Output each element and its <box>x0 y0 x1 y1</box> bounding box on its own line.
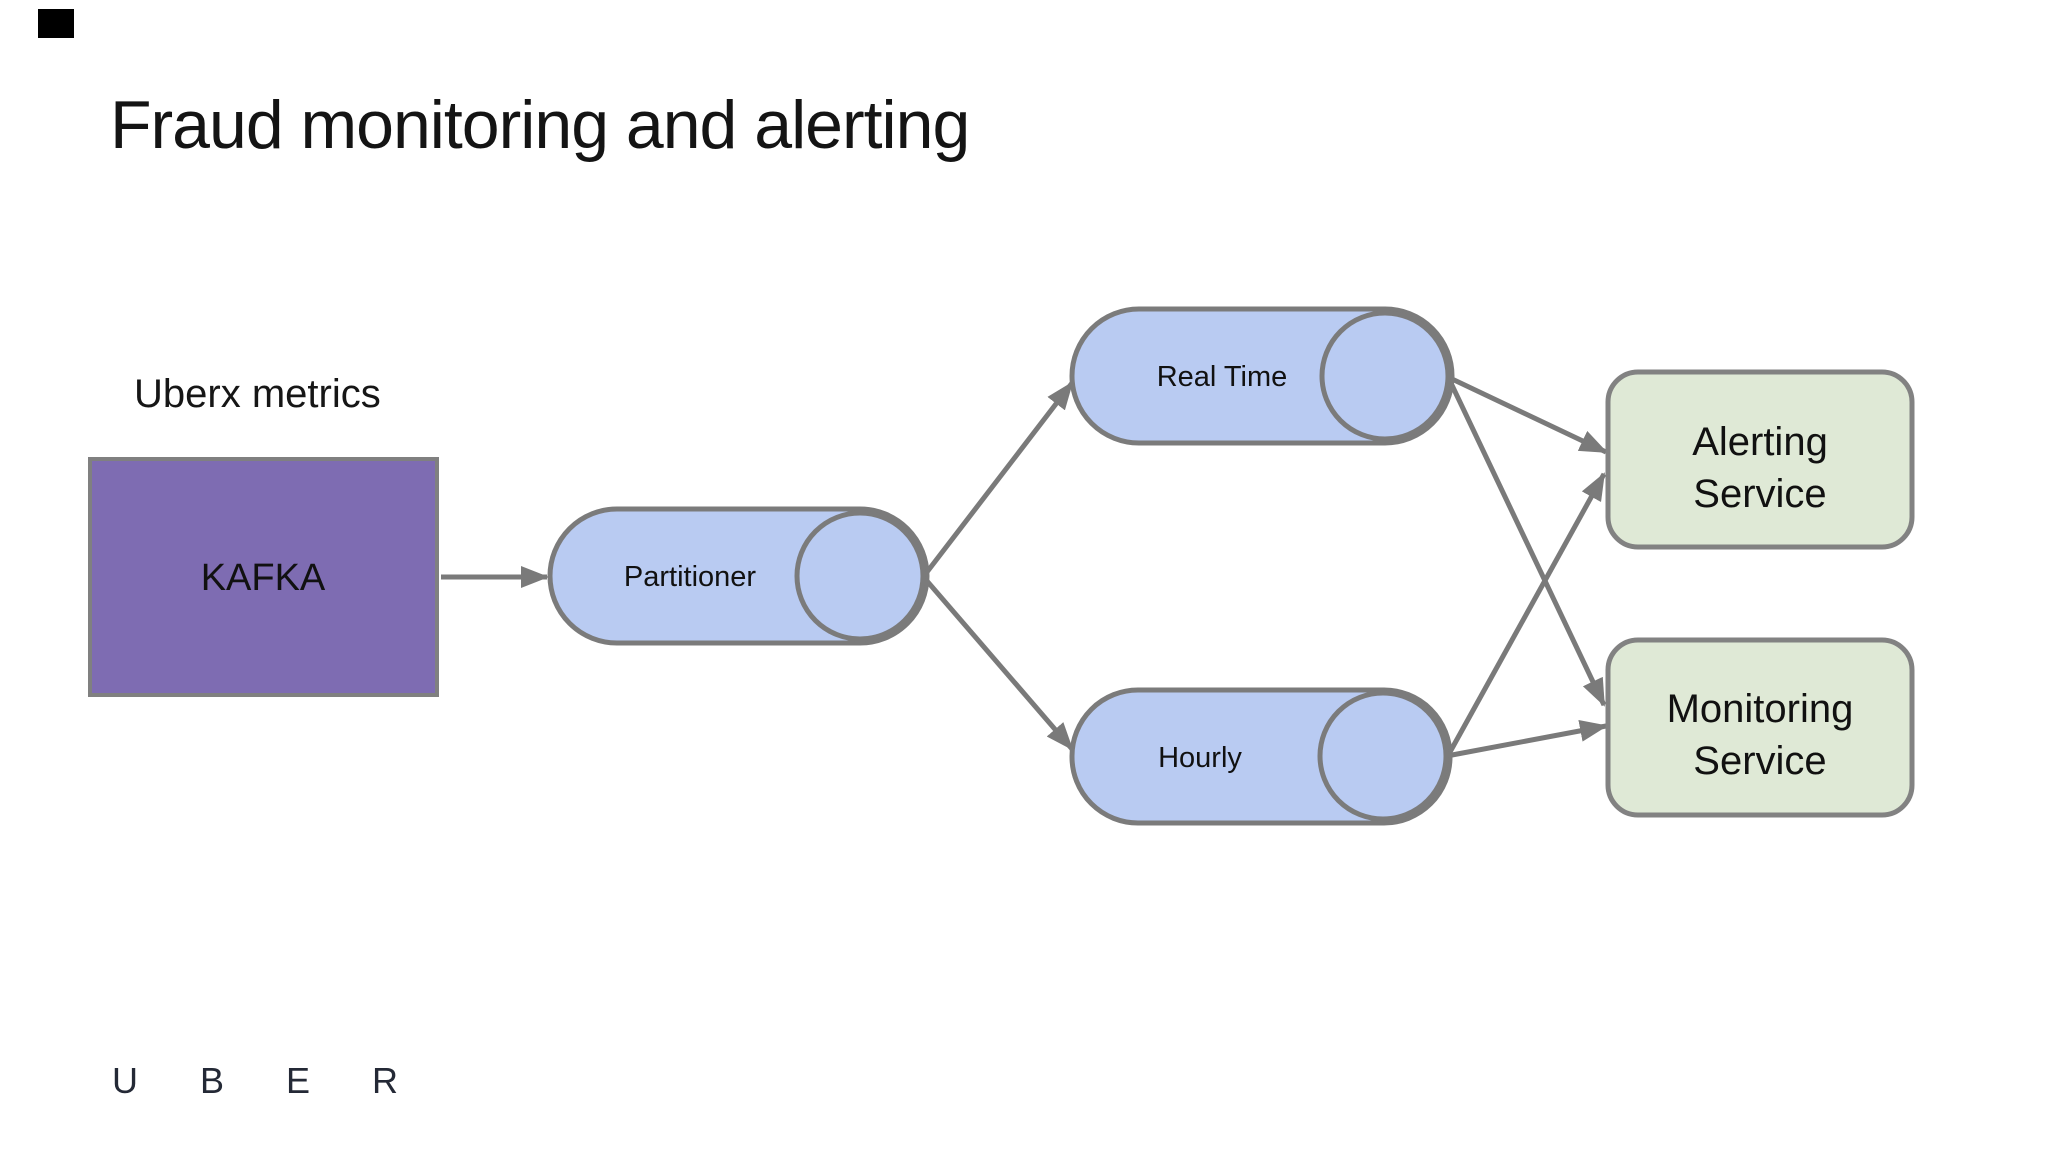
partitioner-label: Partitioner <box>624 561 757 593</box>
alerting-label-line2: Service <box>1693 472 1826 516</box>
edge-partitioner-realtime <box>925 381 1074 574</box>
edge-realtime-alerting <box>1450 376 1608 455</box>
edges <box>441 376 1608 758</box>
edge-realtime-monitoring <box>1447 379 1607 707</box>
edge-hourly-alerting <box>1447 472 1607 754</box>
node-hourly: Hourly <box>1069 687 1453 826</box>
node-realtime: Real Time <box>1069 306 1455 446</box>
kafka-label: KAFKA <box>201 557 326 599</box>
slide-title: Fraud monitoring and alerting <box>110 87 970 163</box>
node-partitioner: Partitioner <box>547 506 930 646</box>
monitoring-box <box>1605 637 1915 818</box>
monitoring-label-line2: Service <box>1693 739 1826 783</box>
edge-partitioner-hourly <box>925 579 1074 751</box>
realtime-label: Real Time <box>1157 361 1288 393</box>
hourly-label: Hourly <box>1158 742 1242 774</box>
alerting-box <box>1605 369 1915 550</box>
node-kafka: KAFKA <box>88 457 439 697</box>
kafka-box <box>88 457 439 697</box>
edge-hourly-monitoring <box>1451 720 1608 758</box>
partitioner-endcap <box>794 510 926 642</box>
monitoring-label-line1: Monitoring <box>1667 687 1854 731</box>
node-alerting: Alerting Service <box>1605 369 1915 550</box>
uber-logo: U B E R <box>112 1060 425 1101</box>
slide-corner-mark <box>38 9 74 38</box>
hourly-endcap <box>1317 690 1449 822</box>
alerting-label-line1: Alerting <box>1692 420 1828 464</box>
source-label: Uberx metrics <box>134 372 381 416</box>
node-monitoring: Monitoring Service <box>1605 637 1915 818</box>
realtime-endcap <box>1319 310 1451 442</box>
